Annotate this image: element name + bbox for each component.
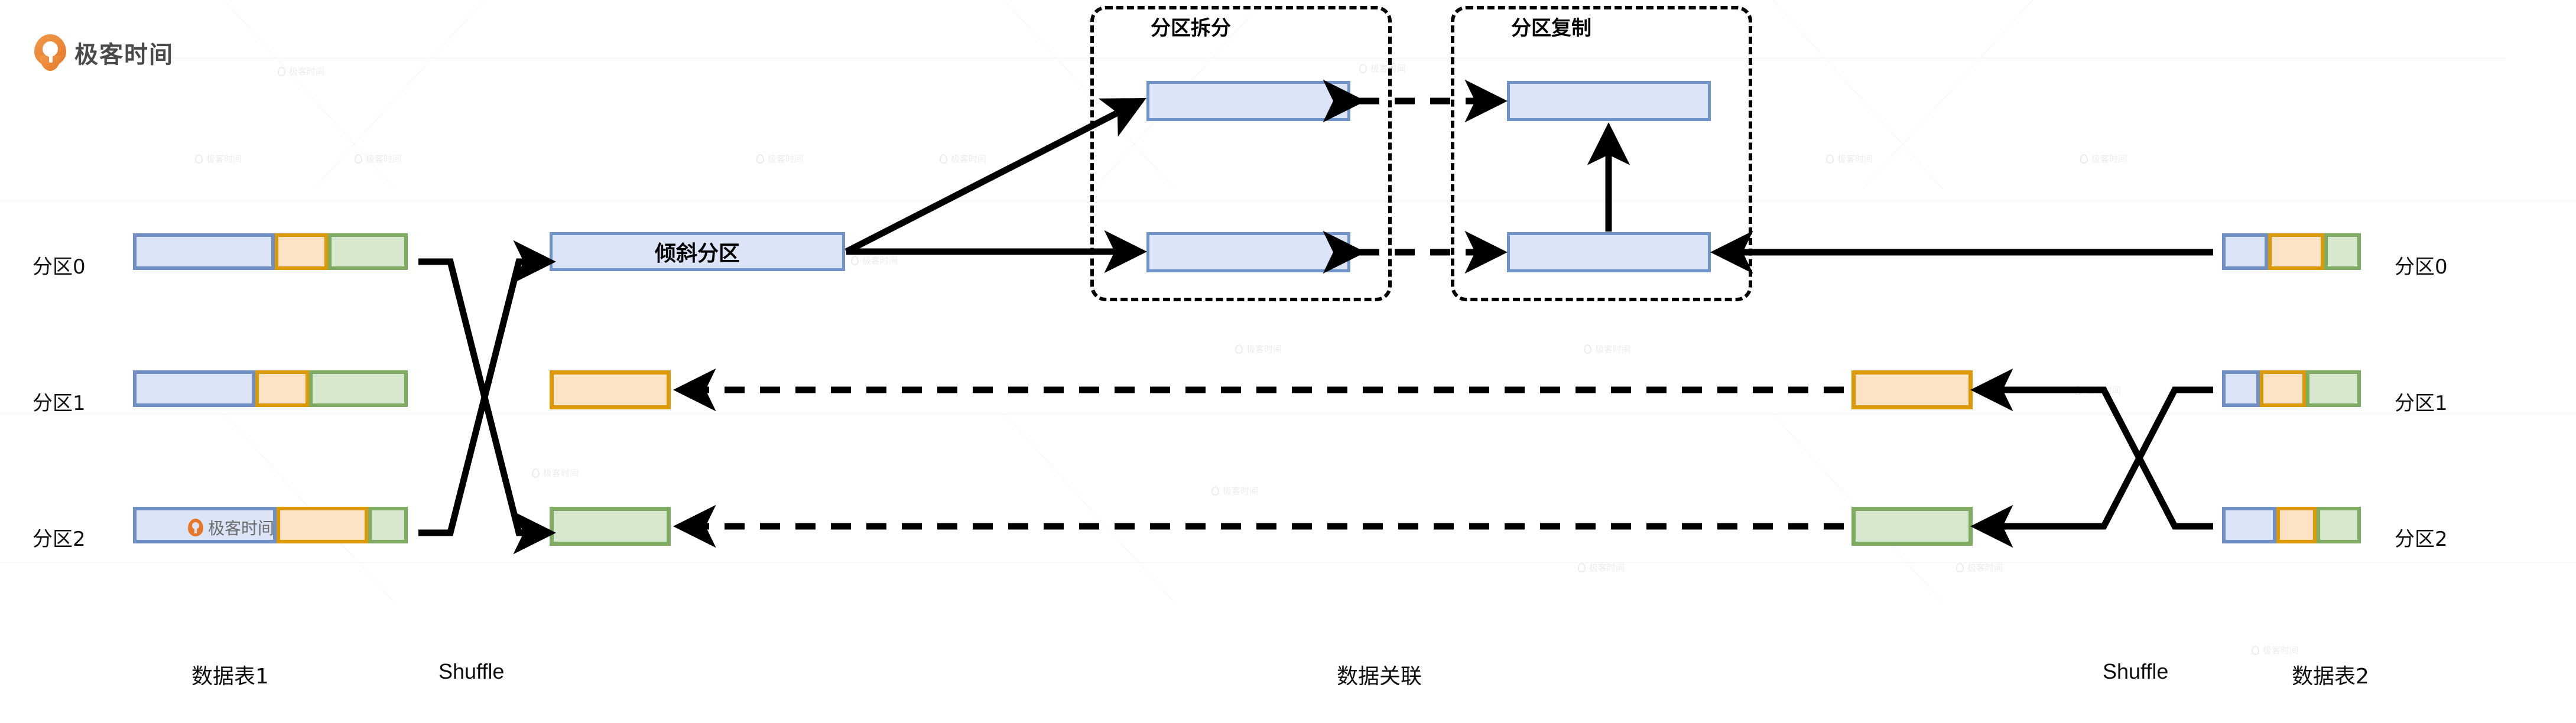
right-partition-label-0: 分区0	[2395, 255, 2448, 279]
bar-segment-blue	[2222, 370, 2260, 407]
bar-segment-orange	[275, 233, 328, 270]
bar-segment-orange	[2268, 233, 2324, 270]
watermark-text: 极客时间	[1589, 563, 1625, 573]
right-partition-label-2: 分区2	[2395, 527, 2448, 551]
inbar-watermark: 极客时间	[188, 516, 274, 539]
bar-segment-blue	[133, 233, 275, 270]
bar-segment-orange	[277, 507, 368, 543]
split-box-top[interactable]	[1146, 81, 1350, 121]
watermark-text: 极客时间	[206, 154, 242, 164]
left-partition-label-1: 分区1	[33, 392, 86, 415]
left-mid-orange-box[interactable]	[550, 370, 671, 409]
bar-segment-green	[2306, 370, 2361, 407]
watermark-text: 极客时间	[2263, 646, 2299, 656]
bar-segment-blue	[133, 507, 277, 543]
watermark-text: 极客时间	[208, 519, 275, 538]
watermark-text: 极客时间	[2086, 386, 2122, 396]
bar-segment-blue	[133, 370, 255, 407]
geek-time-logo-icon	[34, 34, 66, 71]
brand-name: 极客时间	[74, 41, 174, 69]
watermark-text: 极客时间	[1595, 344, 1631, 354]
bar-segment-green	[2324, 233, 2361, 270]
right-shuffle-crossing	[1970, 368, 2213, 548]
watermark-text: 极客时间	[951, 154, 987, 164]
bar-segment-green	[368, 507, 408, 543]
foot-label-shuffle-right: Shuffle	[2103, 659, 2169, 683]
foot-label-table1: 数据表1	[191, 665, 269, 689]
foot-label-shuffle-left: Shuffle	[438, 659, 505, 683]
left-shuffle-crossing	[418, 240, 557, 555]
watermark-text: 极客时间	[2091, 154, 2127, 164]
right-mid-green-box[interactable]	[1851, 507, 1973, 546]
skew-partition-label: 倾斜分区	[654, 242, 740, 266]
skew-partition-box[interactable]: 倾斜分区	[550, 232, 845, 271]
left-mid-green-box[interactable]	[550, 507, 671, 546]
left-partition-label-2: 分区2	[33, 527, 86, 551]
dashed-group-replicate	[1451, 6, 1752, 301]
right-mid-orange-box[interactable]	[1851, 370, 1973, 409]
bar-segment-green	[2317, 507, 2361, 543]
right-partition-label-1: 分区1	[2395, 392, 2448, 415]
bar-segment-blue	[2222, 507, 2276, 543]
dashed-group-replicate-title: 分区复制	[1511, 17, 1591, 40]
watermark-text: 极客时间	[366, 154, 402, 164]
replicate-box-top[interactable]	[1507, 81, 1711, 121]
foot-label-join: 数据关联	[1337, 665, 1422, 689]
bar-segment-blue	[2222, 233, 2268, 270]
watermark-text: 极客时间	[862, 256, 898, 266]
watermark-text: 极客时间	[543, 468, 579, 478]
watermark-text: 极客时间	[1246, 344, 1282, 354]
bar-segment-orange	[255, 370, 309, 407]
bar-segment-green	[328, 233, 408, 270]
replicate-box-bottom[interactable]	[1507, 232, 1711, 272]
bar-segment-green	[309, 370, 408, 407]
watermark-text: 极客时间	[1223, 486, 1259, 496]
brand-logo: 极客时间	[34, 34, 174, 71]
bar-segment-orange	[2276, 507, 2317, 543]
split-box-bottom[interactable]	[1146, 232, 1350, 272]
watermark-text: 极客时间	[289, 67, 325, 77]
watermark-text: 极客时间	[1967, 563, 2003, 573]
left-partition-label-0: 分区0	[33, 255, 86, 279]
dashed-group-split-title: 分区拆分	[1151, 17, 1231, 40]
foot-label-table2: 数据表2	[2292, 665, 2369, 689]
watermark-text: 极客时间	[768, 154, 804, 164]
watermark-text: 极客时间	[1837, 154, 1873, 164]
bar-segment-orange	[2260, 370, 2306, 407]
